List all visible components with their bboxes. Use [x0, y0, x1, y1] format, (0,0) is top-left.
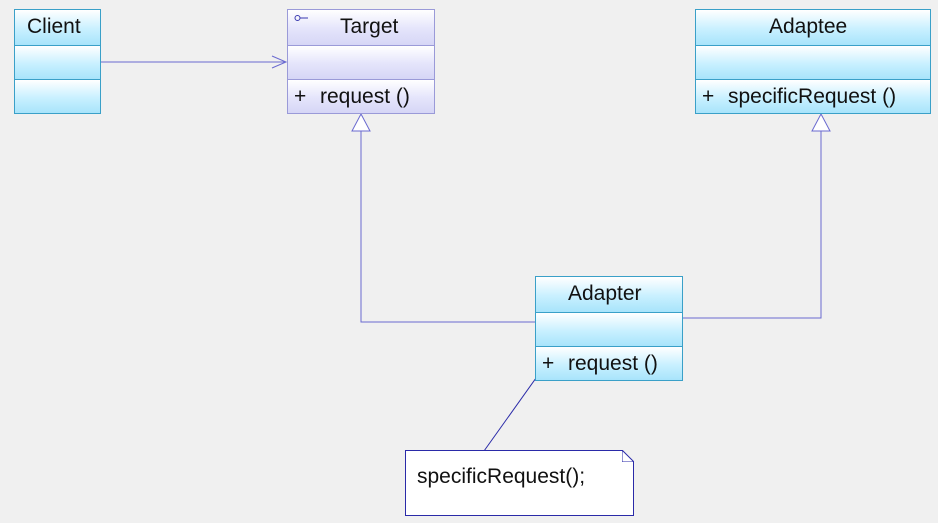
adaptee-operation: + specificRequest () [702, 82, 896, 112]
client-name-compartment: Client [15, 10, 100, 46]
visibility-marker: + [702, 85, 715, 108]
operation-signature: request () [320, 85, 410, 108]
association-client-target [101, 55, 288, 69]
adaptee-class-name: Adaptee [769, 15, 848, 38]
target-interface[interactable]: Target + request () [287, 9, 435, 114]
adaptee-name-compartment: Adaptee [696, 10, 930, 46]
interface-lollipop-icon [294, 15, 308, 21]
implementation-note[interactable]: specificRequest(); [405, 450, 634, 516]
client-class[interactable]: Client [14, 9, 101, 114]
adapter-name-compartment: Adapter [536, 277, 682, 313]
operation-signature: request () [568, 352, 658, 375]
client-class-name: Client [27, 15, 81, 38]
adapter-operations-compartment: + request () [536, 347, 682, 380]
note-text: specificRequest(); [417, 465, 586, 488]
visibility-marker: + [542, 352, 555, 375]
client-operations-compartment [15, 80, 100, 113]
adaptee-class[interactable]: Adaptee + specificRequest () [695, 9, 931, 114]
adaptee-attributes-compartment [696, 46, 930, 80]
adapter-class[interactable]: Adapter + request () [535, 276, 683, 381]
realization-adapter-target [351, 112, 535, 323]
visibility-marker: + [294, 85, 307, 108]
adapter-attributes-compartment [536, 313, 682, 347]
adapter-operation: + request () [542, 349, 658, 379]
generalization-adapter-adaptee [683, 112, 831, 319]
operation-signature: specificRequest () [728, 85, 897, 108]
adapter-class-name: Adapter [568, 282, 642, 305]
adaptee-operations-compartment: + specificRequest () [696, 80, 930, 113]
target-name-compartment: Target [288, 10, 434, 46]
note-fold-corner-icon [622, 450, 634, 462]
client-attributes-compartment [15, 46, 100, 80]
target-attributes-compartment [288, 46, 434, 80]
target-operation: + request () [294, 82, 410, 112]
target-operations-compartment: + request () [288, 80, 434, 113]
target-interface-name: Target [340, 15, 399, 38]
